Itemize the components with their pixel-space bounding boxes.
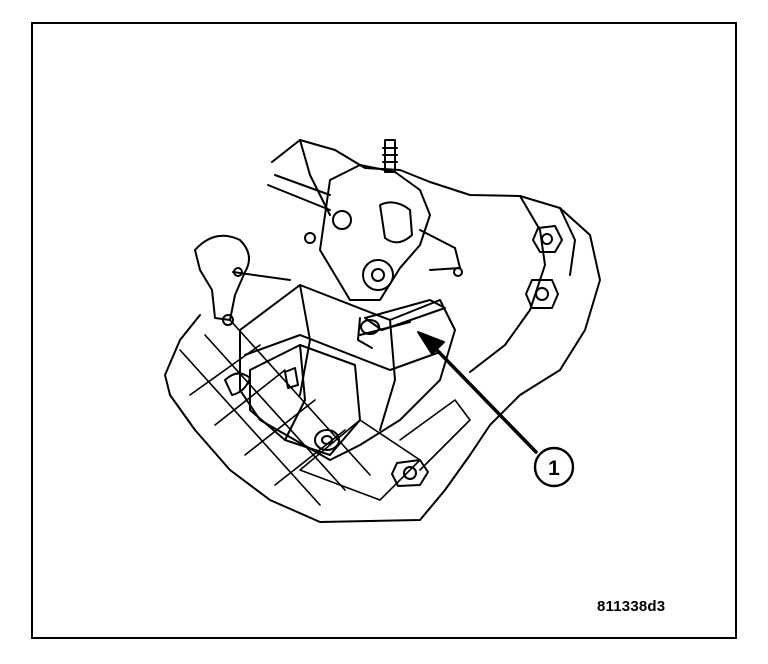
figure-id-label: 811338d3 [597,598,666,615]
housing-plate [164,139,601,523]
detent-mechanism [267,164,461,301]
callout-1: 1 [533,446,575,488]
figure-frame [31,22,737,639]
lattice-frame [179,319,471,506]
callout-leader-arrow [417,331,538,454]
interlock-pin [357,299,446,349]
top-stud [382,139,398,173]
callout-number: 1 [548,457,560,480]
mounting-nuts [222,225,563,487]
solenoid-block [224,344,361,456]
pivot-arm [194,234,291,321]
